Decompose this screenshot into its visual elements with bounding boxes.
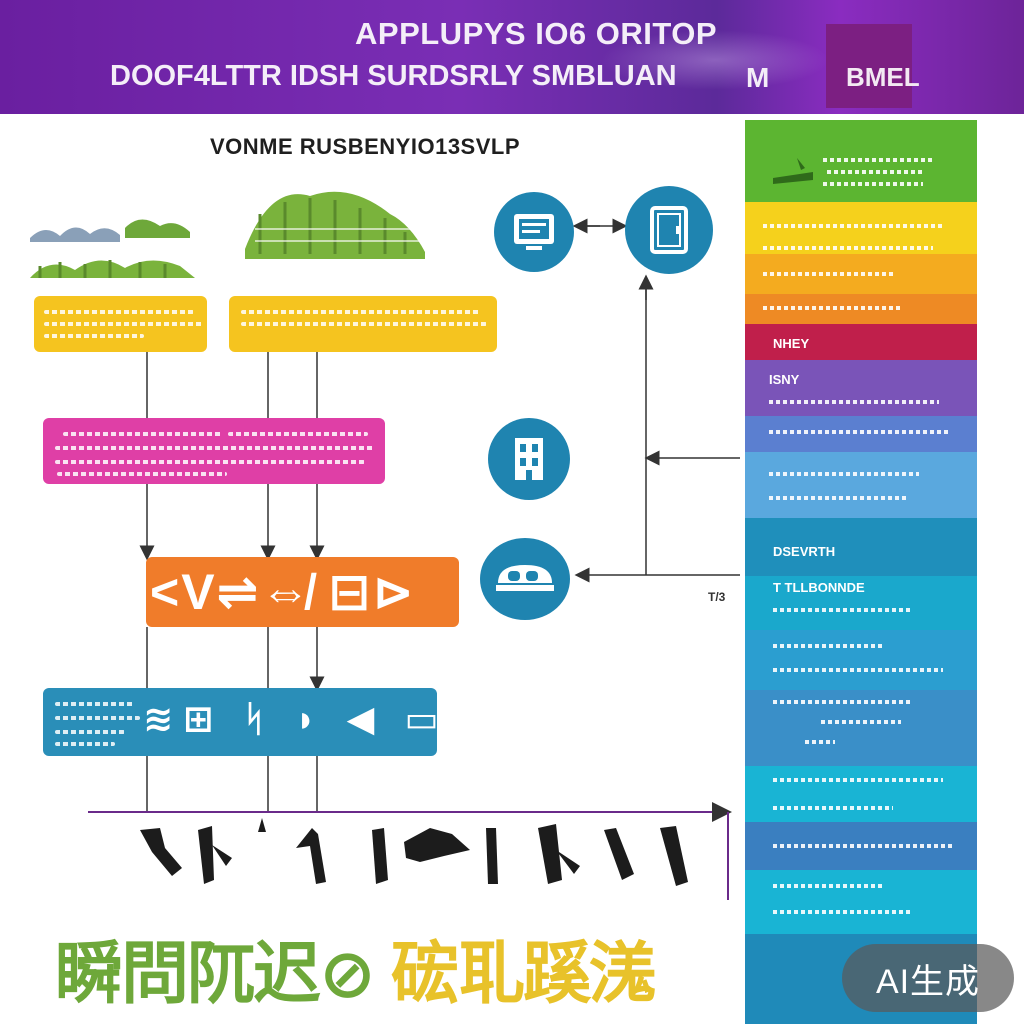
monitor-icon [514, 214, 554, 250]
building-circle [488, 418, 570, 500]
cabinet-icon [650, 206, 688, 254]
orange-box-glyphs: <V⇌⇎ ⊟⊳ [150, 564, 417, 620]
bottom-glyph-text: 瞬問阢迟⊘ 硡耴蹊溬 [55, 918, 657, 1017]
bottom-text-green: 瞬問阢迟⊘ [55, 936, 391, 1012]
arrow-tool-icon [296, 828, 326, 884]
band-aqua [745, 766, 977, 822]
header-light-streak [600, 30, 830, 90]
band-cyan: T TLLBONNDE [745, 576, 977, 630]
saw-icon [538, 824, 580, 884]
panel-section2-title: DSEVRTH [773, 544, 836, 559]
band-sky [745, 452, 977, 518]
ai-generated-badge: AI生成 [842, 944, 1014, 1012]
band-azure [745, 630, 977, 690]
device-icon [496, 565, 554, 591]
header-title-line2: DOOF4LTTR IDSH SURDSRLY SMBLUAN [110, 60, 677, 92]
band-blue [745, 822, 977, 870]
band-purple: ISNY [745, 360, 977, 416]
orange-box: <V⇌⇎ ⊟⊳ [146, 557, 459, 627]
band-turquoise [745, 870, 977, 934]
connector-lines [88, 218, 740, 900]
color-panel: NHEY ISNY DSEVRTH T TLLBONNDE [745, 120, 977, 1024]
drill-icon [198, 826, 232, 884]
panel-section1-label: ISNY [769, 372, 800, 387]
diagram-subtitle: VONME RUSBENYIO13SVLP [210, 134, 521, 159]
cabinet-circle [625, 186, 713, 274]
band-yellow [745, 202, 977, 254]
chisel-icon [372, 828, 388, 884]
screwdriver-icon [486, 828, 498, 884]
monitor-circle [494, 192, 574, 272]
building-icon [515, 438, 543, 480]
band-green [745, 120, 977, 202]
tool-icons-row [140, 818, 688, 886]
banner-icon [773, 158, 813, 184]
panel-section2-sub: T TLLBONNDE [773, 580, 865, 595]
panel-key-label: NHEY [773, 336, 810, 351]
header-tag: BMEL [826, 24, 920, 108]
mountain-icon [30, 219, 195, 278]
band-amber [745, 254, 977, 294]
blue-box-glyphs: ≋⊞ ᛋ ◗ ◀ ▭ [143, 698, 449, 739]
pliers-icon [604, 828, 634, 880]
knife-icon [660, 826, 688, 886]
band-orange [745, 294, 977, 324]
header-banner: APPLUPYS IO6 ORITOP DOOF4LTTR IDSH SURDS… [0, 0, 1024, 114]
blue-box: ≋⊞ ᛋ ◗ ◀ ▭ [43, 688, 438, 756]
header-tag-label: BMEL [846, 62, 920, 92]
band-steel [745, 690, 977, 766]
bottom-text-yellow: 硡耴蹊溬 [390, 936, 657, 1012]
side-note: T/3 [708, 590, 726, 604]
magenta-box [43, 418, 385, 484]
hammer-icon [404, 828, 470, 862]
yellow-box-left [34, 296, 207, 352]
hill-icon [245, 191, 425, 259]
landscape-illustration-left [30, 219, 195, 278]
pin-icon [258, 818, 266, 832]
band-crimson: NHEY [745, 324, 977, 360]
band-indigo [745, 416, 977, 452]
landscape-illustration-right [245, 191, 425, 259]
wrench-icon [140, 828, 182, 876]
yellow-box-right [229, 296, 497, 352]
band-teal: DSEVRTH [745, 518, 977, 576]
device-circle [480, 538, 570, 620]
header-title-line1: APPLUPYS IO6 ORITOP [355, 16, 718, 51]
header-code: M [746, 62, 770, 93]
